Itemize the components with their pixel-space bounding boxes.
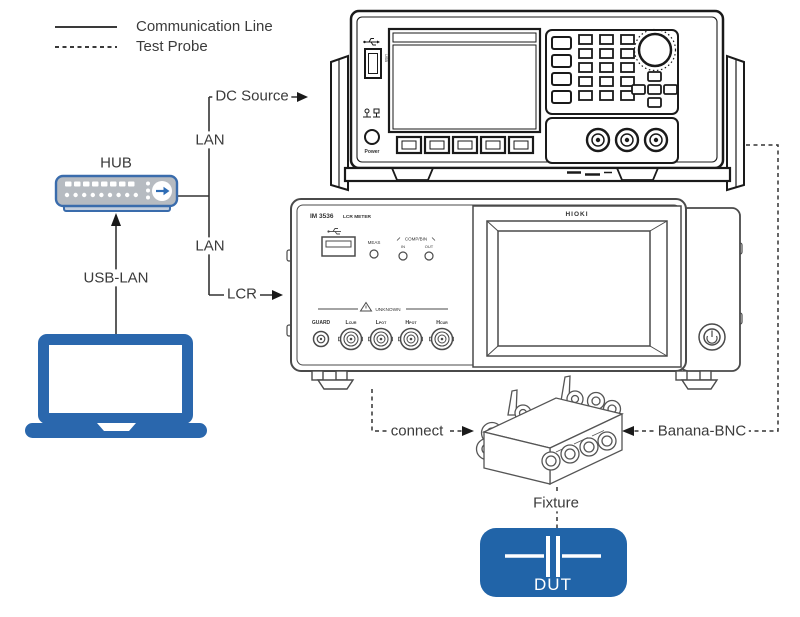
arrow-to-lcr-icon bbox=[272, 290, 283, 300]
comp-out-label: OUT bbox=[425, 244, 434, 249]
bnc-terminal-lcur bbox=[338, 327, 363, 351]
laptop-device bbox=[25, 334, 207, 438]
dc-source-display-header bbox=[392, 32, 537, 43]
legend bbox=[55, 26, 117, 48]
dc-source-terminal-panel bbox=[545, 117, 679, 164]
bnc-terminal-hcur bbox=[429, 327, 454, 351]
laptop-screen bbox=[49, 345, 182, 413]
fixture-front-bnc-knobs bbox=[541, 431, 617, 471]
lcr-label: LCR bbox=[223, 285, 261, 303]
meas-label: MEAS bbox=[368, 240, 381, 245]
hub-arrow-icon bbox=[156, 186, 170, 196]
dut-device bbox=[480, 528, 627, 597]
power-button-icon bbox=[698, 323, 726, 351]
fixture-label: Fixture bbox=[530, 494, 582, 512]
lan-bottom-label: LAN bbox=[192, 237, 228, 255]
unknown-label: UNKNOWN bbox=[375, 307, 401, 313]
rotary-knob-icon bbox=[637, 32, 673, 68]
hioki-brand-label: HIOKI bbox=[565, 211, 588, 218]
fixture-device bbox=[475, 375, 624, 486]
lpot-terminal-label: LPOT bbox=[376, 320, 387, 326]
dc-source-power-button bbox=[364, 129, 380, 145]
arrow-to-hub-icon bbox=[111, 213, 121, 226]
dc-source-feet bbox=[391, 167, 659, 181]
comp-out-lamp bbox=[424, 251, 434, 261]
dc-source-usb-port-inner bbox=[368, 53, 378, 74]
comp-bin-brackets bbox=[396, 237, 436, 241]
hub-device bbox=[54, 174, 179, 212]
dc-usb-label: USB bbox=[384, 54, 389, 63]
lcr-kind-label: LCR METER bbox=[343, 214, 372, 220]
hub-label: HUB bbox=[100, 154, 132, 172]
lcr-meter-device bbox=[286, 198, 743, 390]
usb-icon bbox=[363, 38, 380, 46]
lcr-model-label: IM 3536 bbox=[310, 213, 334, 220]
lcr-feet bbox=[311, 370, 719, 390]
legend-test-probe-label: Test Probe bbox=[136, 38, 208, 55]
meas-lamp bbox=[369, 249, 379, 259]
comp-in-label: IN bbox=[401, 244, 405, 249]
rotary-knob-ring bbox=[633, 28, 677, 72]
connect-label: connect bbox=[387, 422, 447, 440]
dc-source-device bbox=[330, 9, 745, 192]
lcr-screen bbox=[497, 230, 651, 347]
communication-arrowheads bbox=[111, 92, 308, 300]
usb-icon-lcr bbox=[327, 228, 341, 235]
bnc-terminal-lpot bbox=[368, 327, 393, 351]
lan-icon bbox=[363, 108, 380, 118]
dc-source-terminals bbox=[585, 127, 669, 153]
usb-lan-label: USB-LAN bbox=[80, 269, 152, 287]
fixture-left-face bbox=[483, 431, 551, 485]
lcr-usb-port-inner bbox=[325, 240, 352, 248]
capacitor-icon bbox=[505, 536, 601, 577]
dut-label: DUT bbox=[534, 575, 572, 594]
comp-bin-label: COMP/BIN bbox=[405, 237, 427, 242]
dc-source-label: DC Source bbox=[212, 87, 292, 105]
unknown-section bbox=[318, 301, 448, 312]
legend-communication-line-label: Communication Line bbox=[136, 18, 273, 35]
guard-terminal-label: GUARD bbox=[312, 320, 331, 326]
banana-bnc-label: Banana-BNC bbox=[654, 422, 750, 440]
bnc-terminal-hpot bbox=[398, 327, 423, 351]
lcr-screen-perspective-lines bbox=[486, 220, 668, 357]
comp-in-lamp bbox=[398, 251, 408, 261]
dc-source-handles bbox=[330, 54, 745, 192]
lcur-terminal-label: LCUR bbox=[346, 320, 357, 326]
hub-led-dots bbox=[64, 181, 150, 200]
hcur-terminal-label: HCUR bbox=[436, 320, 448, 326]
dc-source-base bbox=[343, 166, 732, 183]
arrow-to-dc-source-icon bbox=[297, 92, 308, 102]
lan-top-label: LAN bbox=[192, 131, 228, 149]
laptop-notch bbox=[97, 423, 136, 431]
lcr-side-panel bbox=[679, 207, 741, 372]
dc-source-softkeys bbox=[395, 135, 535, 155]
hub-ports-row bbox=[65, 181, 135, 187]
dut-box bbox=[480, 528, 627, 597]
dc-source-display bbox=[392, 44, 537, 130]
dc-power-label: Power bbox=[364, 149, 379, 155]
dc-source-function-keys bbox=[551, 36, 572, 104]
lcr-terminals bbox=[312, 327, 454, 351]
arrow-to-fixture-left-icon bbox=[622, 426, 634, 436]
arrow-to-fixture-right-icon bbox=[462, 426, 474, 436]
dc-source-nav-cross bbox=[631, 71, 678, 108]
dc-source-keypad-grid bbox=[578, 34, 635, 101]
hpot-terminal-label: HPOT bbox=[405, 320, 417, 326]
